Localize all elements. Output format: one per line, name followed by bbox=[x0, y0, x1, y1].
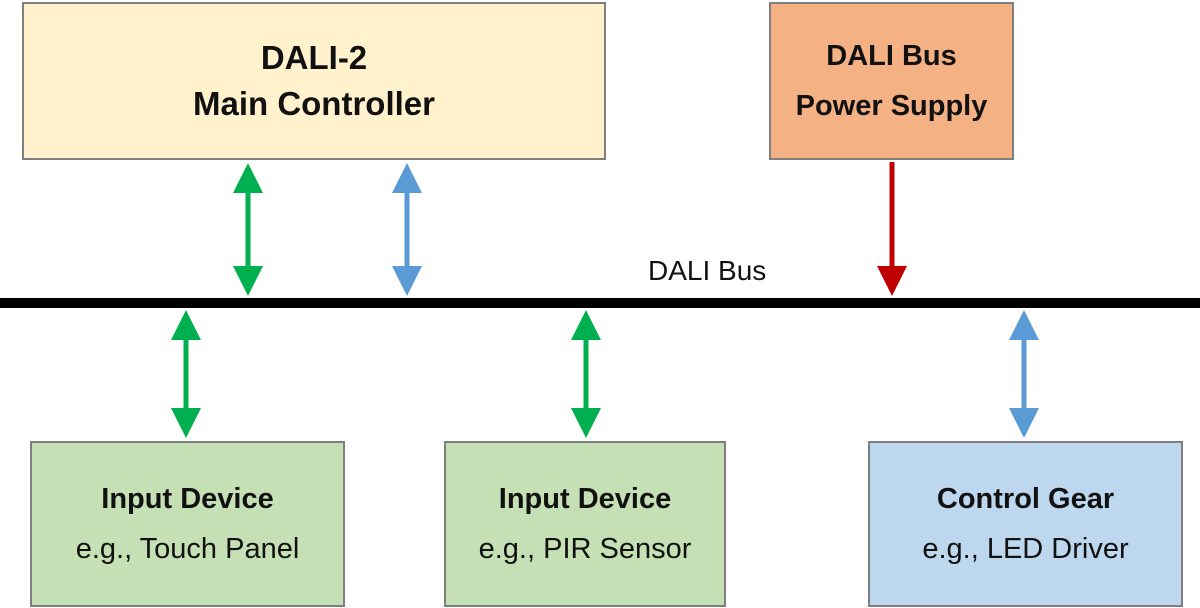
input-device-touch-panel-box: Input Device e.g., Touch Panel bbox=[30, 441, 345, 607]
input-pir-subtitle: e.g., PIR Sensor bbox=[478, 533, 692, 565]
power-supply-subtitle: Power Supply bbox=[795, 90, 988, 122]
dali-bus-label: DALI Bus bbox=[648, 255, 767, 286]
power-supply-box: DALI Bus Power Supply bbox=[769, 2, 1014, 160]
main-controller-title: DALI-2 bbox=[260, 39, 368, 76]
power-supply-title: DALI Bus bbox=[826, 40, 957, 72]
input-touch-title: Input Device bbox=[101, 483, 274, 515]
control-gear-box: Control Gear e.g., LED Driver bbox=[868, 441, 1183, 607]
main-controller-box: DALI-2 Main Controller bbox=[22, 2, 606, 160]
input-pir-title: Input Device bbox=[498, 483, 672, 515]
control-gear-title: Control Gear bbox=[936, 483, 1115, 515]
main-controller-subtitle: Main Controller bbox=[192, 85, 435, 122]
control-gear-subtitle: e.g., LED Driver bbox=[922, 533, 1129, 565]
input-touch-subtitle: e.g., Touch Panel bbox=[75, 533, 300, 565]
input-device-pir-sensor-box: Input Device e.g., PIR Sensor bbox=[444, 441, 726, 607]
